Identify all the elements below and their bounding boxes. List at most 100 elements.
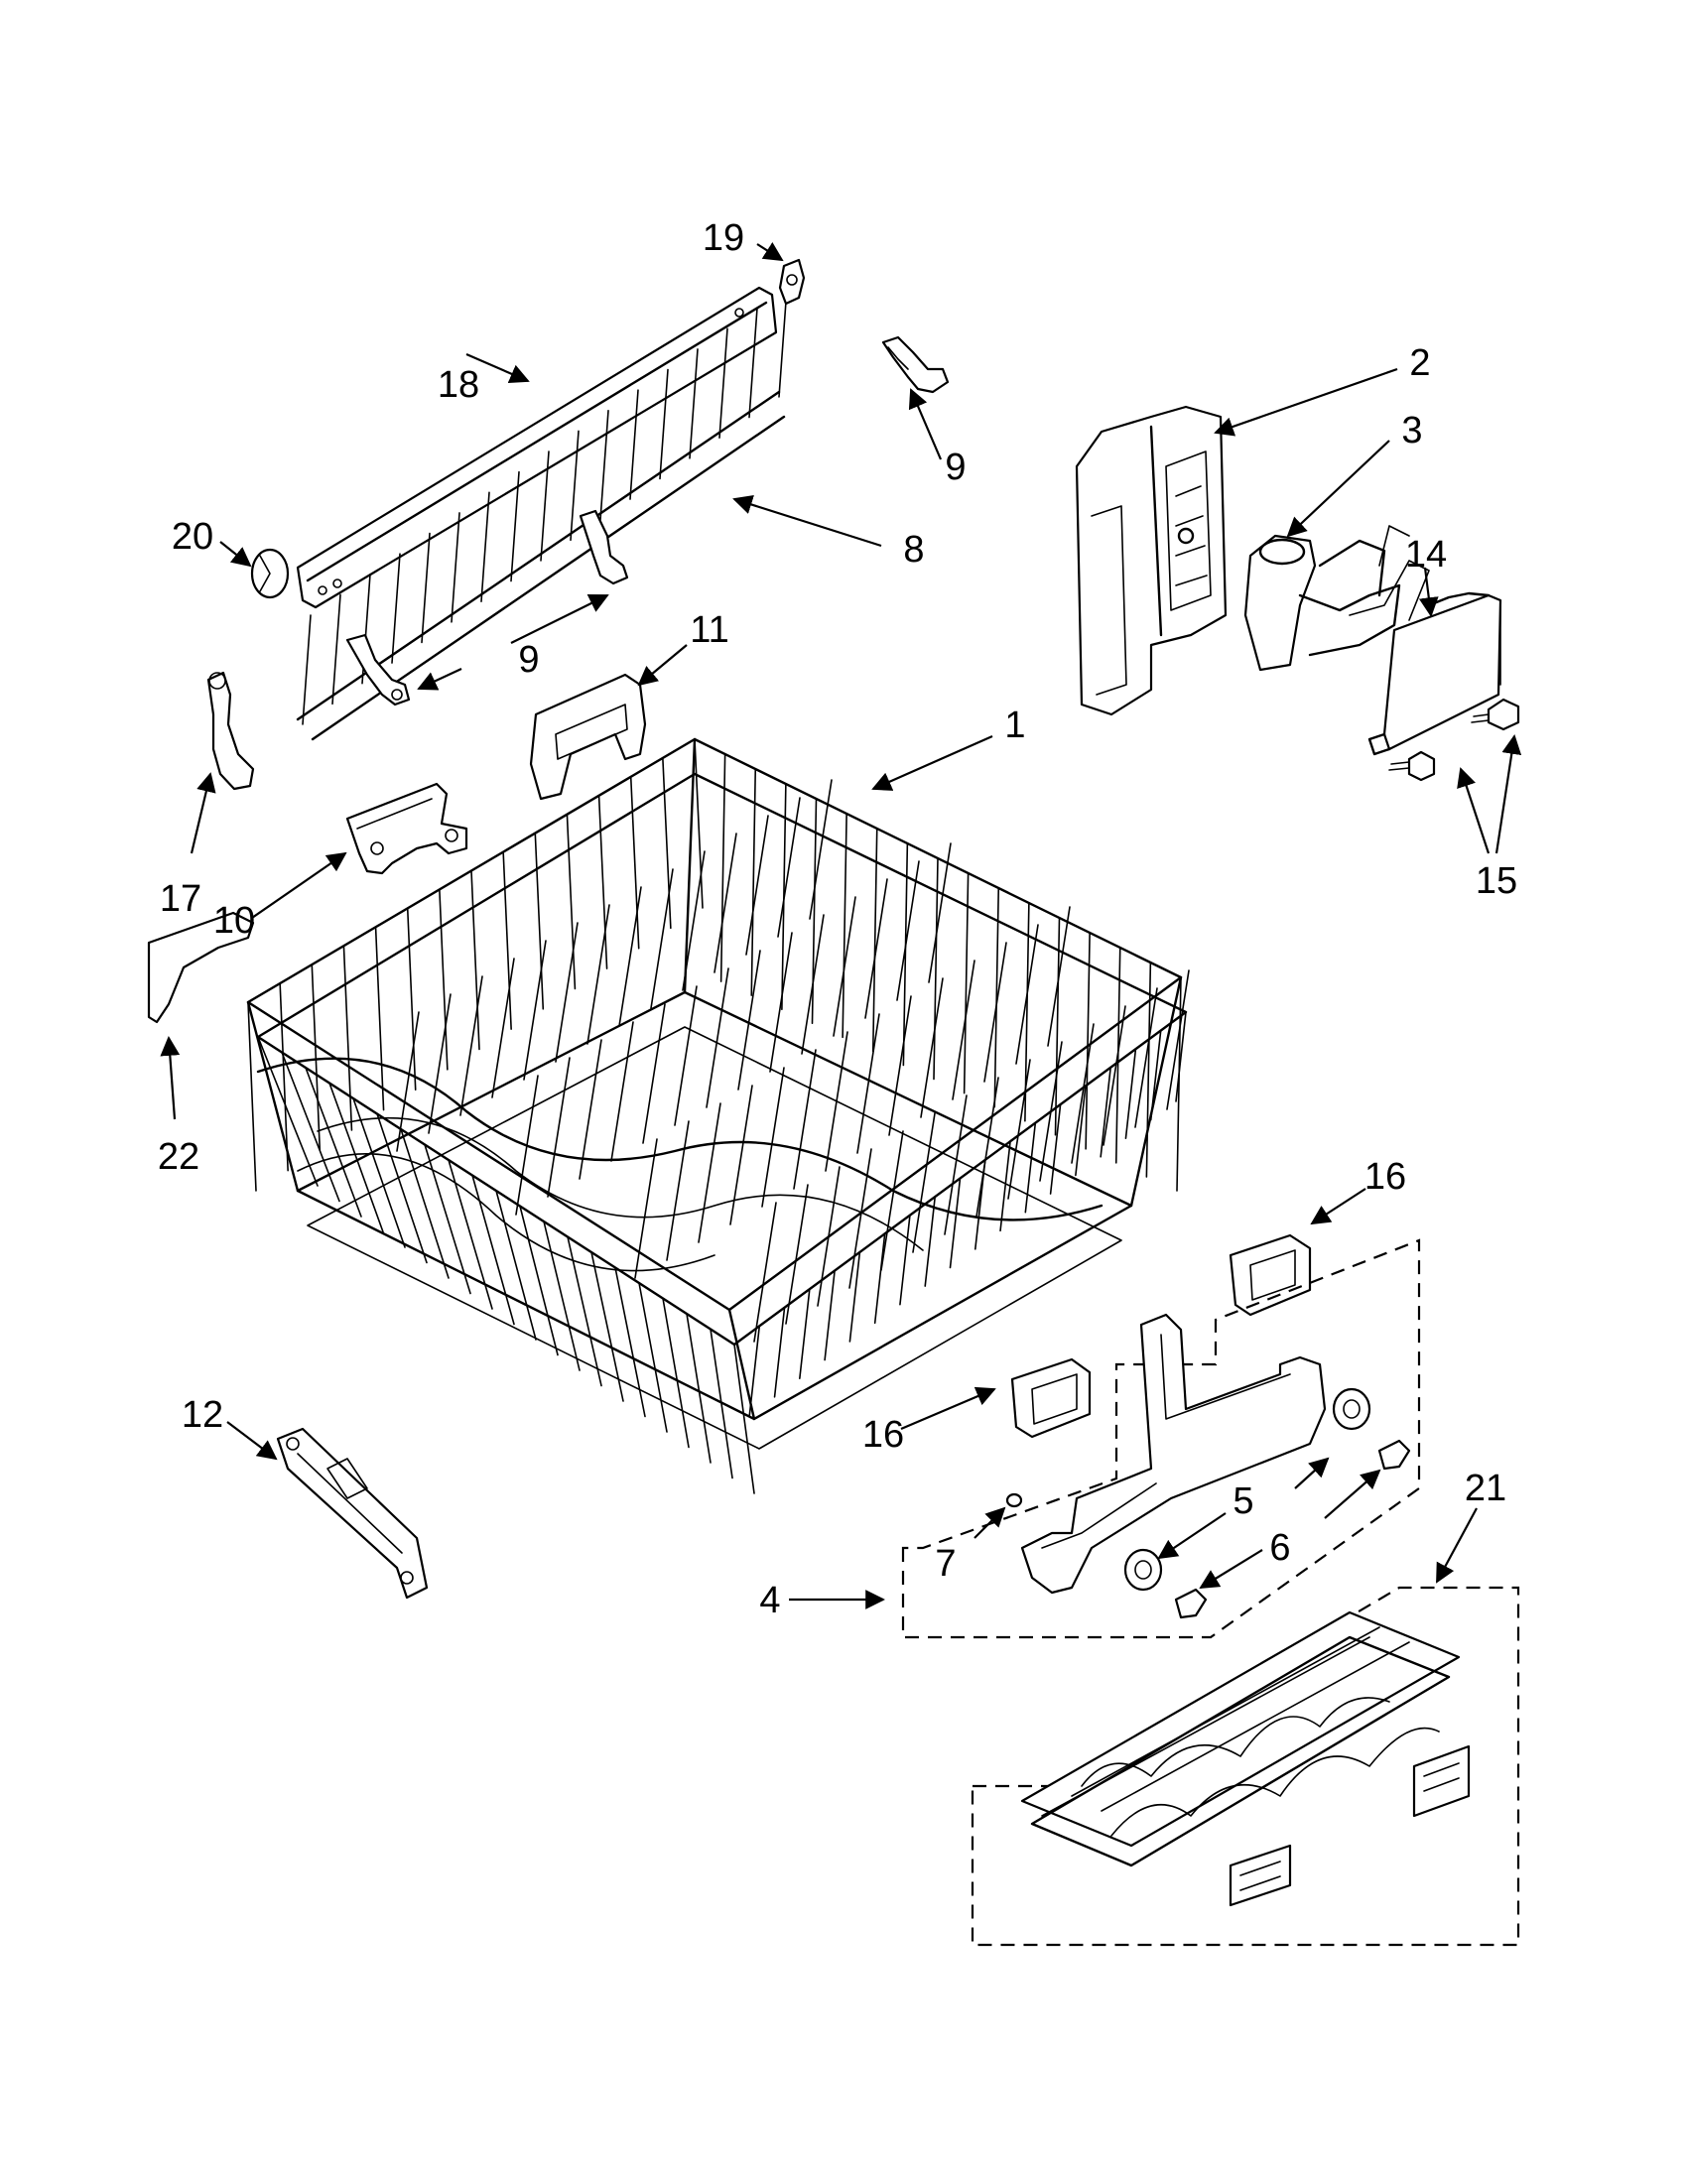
leader-2 (1214, 367, 1398, 437)
rack-wire (799, 1288, 811, 1379)
rack-tine (801, 914, 825, 1055)
leader-10 (251, 851, 347, 919)
fold-down-tine (689, 348, 699, 459)
fold-down-tine (718, 327, 728, 440)
rack-wire (1075, 1085, 1087, 1177)
rack-tine (856, 1013, 880, 1154)
fold-down-tine (778, 287, 788, 398)
rack-wire (374, 926, 385, 1111)
leader-6a (1324, 1469, 1381, 1519)
rack-tine (952, 960, 975, 1100)
rail-end-cap-19 (778, 258, 806, 306)
callout-3: 3 (1401, 410, 1422, 451)
rack-clip-10 (345, 782, 468, 875)
fold-down-tine (421, 532, 431, 644)
rack-tine (1071, 1023, 1095, 1164)
callout-9-upper: 9 (945, 447, 966, 488)
rack-wire (1100, 1067, 1111, 1158)
rack-stop-17 (206, 671, 255, 791)
leader-3 (1286, 440, 1390, 538)
fold-down-tine (451, 512, 460, 623)
rack-wire (629, 776, 640, 950)
callout-7: 7 (935, 1543, 956, 1585)
rack-tine (698, 1102, 721, 1243)
rack-wire (439, 888, 449, 1071)
rack-tine (785, 1184, 809, 1325)
rack-wire (1054, 917, 1061, 1136)
callout-4: 4 (759, 1580, 780, 1621)
rack-tine (737, 950, 761, 1091)
rack-tine (650, 868, 674, 1009)
leader-20 (219, 541, 252, 568)
rack-wire (710, 1328, 733, 1479)
rack-wire (1024, 1121, 1037, 1214)
fold-down-tine (629, 389, 639, 500)
rack-wire (502, 850, 512, 1030)
rack-wire (424, 1143, 471, 1295)
rack-wire (328, 1082, 384, 1233)
leader-11 (637, 644, 688, 687)
leader-18 (465, 352, 530, 383)
rack-rail (296, 286, 778, 609)
leader-15b (1494, 734, 1522, 854)
rack-wire (352, 1097, 406, 1248)
leader-14 (1418, 567, 1439, 617)
rack-wire (748, 1325, 761, 1417)
rack-tine (825, 1031, 848, 1172)
rack-tine (753, 1202, 777, 1343)
callout-17: 17 (160, 878, 201, 920)
rack-wire (686, 1313, 712, 1464)
fold-down-tine (331, 593, 341, 706)
rack-tine (833, 896, 856, 1037)
rack-tine (396, 1011, 420, 1152)
rack-tine (428, 993, 452, 1134)
rack-wire (719, 753, 726, 982)
rack-tine (523, 940, 547, 1081)
rack-clip-11 (529, 673, 647, 801)
rack-wire (543, 1220, 581, 1371)
rack-wire (902, 842, 909, 1067)
rack-tine (555, 922, 579, 1063)
rack-wire (534, 832, 545, 1010)
rack-wire (1085, 932, 1091, 1150)
callout-10: 10 (213, 900, 255, 942)
rack-tine (1103, 1005, 1126, 1146)
rack-wire (662, 757, 672, 930)
rack-wire (733, 1344, 755, 1494)
callout-9-middle: 9 (518, 639, 539, 681)
rack-wire (1145, 962, 1152, 1178)
rack-wire (448, 1159, 493, 1310)
leader-16a (1310, 1188, 1366, 1225)
callout-19: 19 (703, 217, 744, 259)
rack-wire (1175, 1011, 1187, 1102)
rack-wire (873, 1232, 886, 1325)
rack-tine (491, 958, 515, 1098)
rack-wire (773, 1306, 786, 1398)
fold-down-tine (510, 470, 520, 582)
rack-tine (579, 1039, 602, 1180)
callout-14: 14 (1405, 534, 1447, 576)
upper-rack (246, 737, 1190, 1494)
rack-tine (1134, 987, 1158, 1128)
rack-tine (586, 904, 610, 1045)
leader-7 (974, 1506, 1006, 1539)
leader-15a (1457, 767, 1491, 854)
clip-16-lower (1010, 1357, 1092, 1439)
rack-wire (376, 1112, 428, 1264)
fold-down-tine (570, 430, 580, 542)
rack-wire (247, 1001, 257, 1192)
leader-21 (1436, 1507, 1478, 1584)
callout-12: 12 (182, 1394, 223, 1436)
rack-tine (682, 850, 706, 991)
rack-wire (899, 1214, 911, 1306)
rack-wire (597, 794, 608, 969)
callout-8: 8 (903, 529, 924, 571)
rack-tine (896, 860, 920, 1001)
rack-tine (729, 1085, 753, 1225)
rack-tine (769, 932, 793, 1073)
rack-wire (662, 1297, 690, 1449)
rack-tine (674, 985, 698, 1126)
leader-9c (417, 668, 462, 691)
rack-tine (745, 815, 769, 956)
rack-tine (618, 886, 642, 1027)
